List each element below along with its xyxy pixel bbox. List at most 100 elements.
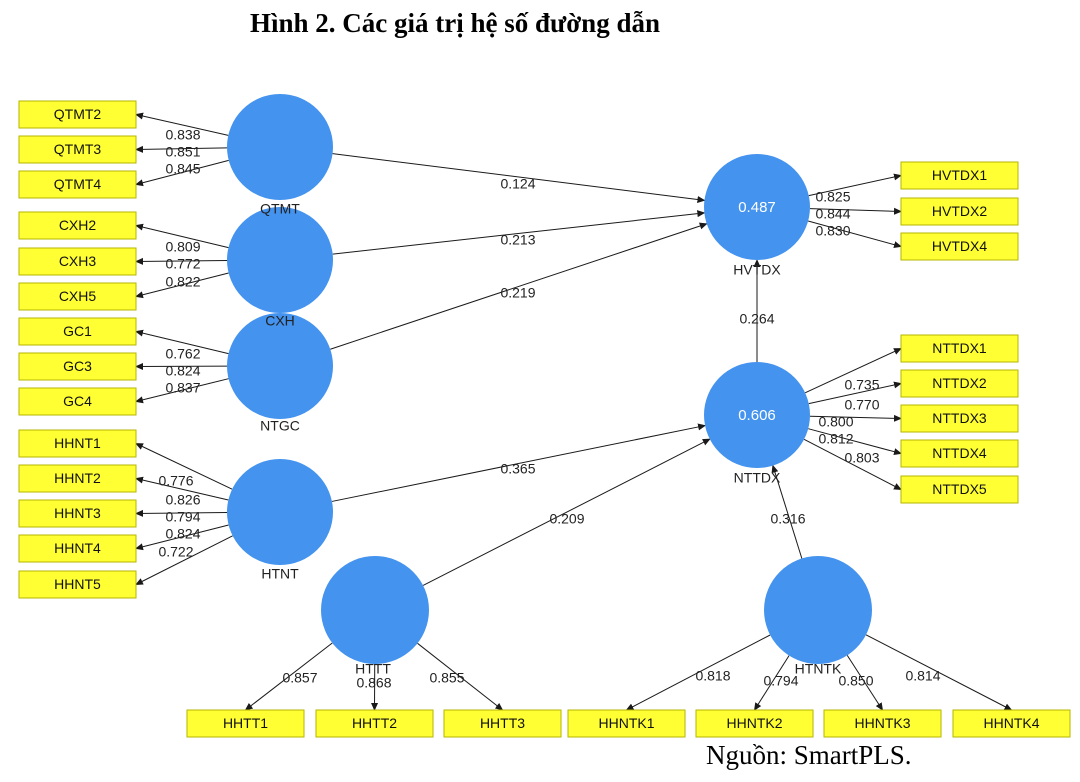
latent-circle [321,556,429,664]
indicator-nttdx4: NTTDX4 [900,439,1019,468]
figure-title: Hình 2. Các giá trị hệ số đường dẫn [250,8,660,38]
loading-value-nttdx4: 0.812 [818,431,853,447]
indicator-label: CXH5 [59,288,97,304]
latent-label: CXH [265,313,295,329]
loading-value-gc4: 0.837 [165,380,200,396]
latent-circle [764,556,872,664]
indicator-box [952,709,1071,738]
indicator-hhntk4: HHNTK4 [952,709,1071,738]
indicator-hhntk1: HHNTK1 [567,709,686,738]
loading-arrow-hvtdx2 [809,207,902,215]
path-coefficient-qtmt-hvtdx: 0.124 [500,176,535,192]
loading-value-hhntk2: 0.794 [763,673,798,689]
indicator-box [900,439,1019,468]
loading-value-hvtdx4: 0.830 [815,223,850,239]
loading-arrow-cxh3 [135,257,228,265]
indicator-nttdx2: NTTDX2 [900,369,1019,398]
indicator-box [18,464,137,493]
latent-circle [227,207,333,313]
loading-arrow-nttdx4 [808,428,902,456]
indicator-label: HHTT3 [480,715,525,731]
loading-arrow-hhnt2 [135,476,229,501]
indicator-qtmt4: QTMT4 [18,170,137,199]
latent-circle [704,154,810,260]
loading-arrow-hhntk1 [625,634,771,711]
loading-arrow-nttdx2 [808,381,902,405]
source-note: Nguồn: SmartPLS. [706,740,912,770]
path-coefficient-cxh-hvtdx: 0.213 [500,232,535,248]
indicator-label: HHNTK3 [854,715,910,731]
indicator-box [18,282,137,311]
indicator-hvtdx1: HVTDX1 [900,161,1019,190]
latent-label: NTTDX [734,470,781,486]
indicator-label: NTTDX3 [932,410,987,426]
indicator-box [18,499,137,528]
indicator-cxh5: CXH5 [18,282,137,311]
loading-value-hhtt2: 0.868 [356,675,391,691]
latent-label: NTGC [260,418,300,434]
indicator-box [567,709,686,738]
indicator-qtmt3: QTMT3 [18,135,137,164]
indicator-box [18,429,137,458]
loading-arrow-cxh2 [135,223,229,249]
indicator-hhnt3: HHNT3 [18,499,137,528]
loading-value-hhnt2: 0.826 [165,492,200,508]
loading-value-qtmt4: 0.845 [165,161,200,177]
indicator-label: QTMT3 [54,141,102,157]
indicator-label: NTTDX1 [932,340,987,356]
path-coefficient-httt-nttdx: 0.209 [549,511,584,527]
indicator-box [900,404,1019,433]
latent-label: HTNT [261,566,299,582]
path-arrow-cxh-hvtdx [332,210,706,255]
loading-arrow-hhntk3 [846,655,884,711]
indicator-box [900,161,1019,190]
latent-circle [227,94,333,200]
indicator-label: HHNTK4 [983,715,1039,731]
indicator-box [18,317,137,346]
loading-arrow-hvtdx1 [808,173,902,197]
loading-arrow-nttdx1 [804,348,902,394]
loading-arrow-gc4 [135,378,229,404]
indicator-hhnt5: HHNT5 [18,570,137,599]
loading-value-hhntk1: 0.818 [695,668,730,684]
indicator-label: HHNT4 [54,540,101,556]
indicator-box [900,369,1019,398]
latent-qtmt [227,94,333,200]
indicator-label: HHNT5 [54,576,101,592]
indicator-box [18,211,137,240]
indicator-label: HVTDX2 [932,203,987,219]
loading-arrow-hhntk4 [865,634,1013,711]
loading-arrow-nttdx5 [803,438,902,490]
path-arrow-qtmt-hvtdx [332,153,706,203]
indicator-label: QTMT2 [54,106,102,122]
indicator-label: HVTDX1 [932,167,987,183]
indicator-box [18,135,137,164]
loading-arrow-hhntk2 [753,655,790,711]
loading-value-hhnt3: 0.794 [165,509,200,525]
loading-value-hvtdx1: 0.825 [815,189,850,205]
indicator-box [900,232,1019,261]
indicator-label: NTTDX2 [932,375,987,391]
loading-value-cxh2: 0.809 [165,239,200,255]
indicator-hhtt2: HHTT2 [315,709,434,738]
indicator-box [315,709,434,738]
loading-arrow-hhnt4 [135,524,229,551]
loading-arrow-qtmt4 [135,159,229,187]
path-arrow-htnt-nttdx [331,423,707,502]
indicator-cxh2: CXH2 [18,211,137,240]
loading-arrow-hhtt3 [417,642,504,711]
indicator-label: CXH2 [59,217,97,233]
indicator-label: HHNTK2 [726,715,782,731]
path-coefficient-htntk-nttdx: 0.316 [770,511,805,527]
indicator-hhnt4: HHNT4 [18,534,137,563]
loading-arrow-hhnt5 [135,535,233,585]
indicator-box [695,709,814,738]
indicator-box [18,352,137,381]
indicator-label: HHNT2 [54,470,101,486]
indicator-gc4: GC4 [18,387,137,416]
indicator-label: QTMT4 [54,176,102,192]
loading-value-nttdx3: 0.800 [818,414,853,430]
loading-arrow-hhnt1 [135,443,233,490]
loading-value-nttdx1: 0.735 [844,377,879,393]
